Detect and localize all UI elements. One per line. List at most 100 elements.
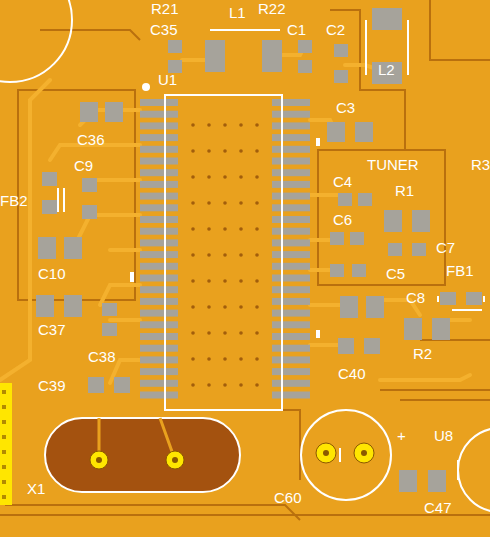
ic-pad	[140, 392, 178, 399]
via	[207, 253, 211, 257]
ic-pad	[140, 345, 178, 352]
via	[239, 149, 243, 153]
ic-pad	[272, 333, 310, 340]
via	[207, 305, 211, 309]
via	[255, 253, 259, 257]
ic-pad	[140, 158, 178, 165]
silk-label: L1	[229, 5, 246, 20]
ic-pad	[272, 111, 310, 118]
silk-label: TUNER	[367, 157, 419, 172]
silk-label: C37	[38, 322, 66, 337]
ic-pad	[272, 122, 310, 129]
ic-pad	[272, 99, 310, 106]
ic-pad	[140, 99, 178, 106]
silk-label: C5	[386, 266, 405, 281]
via	[191, 123, 195, 127]
via	[191, 383, 195, 387]
via	[191, 227, 195, 231]
ic-pad	[272, 368, 310, 375]
silk-label: C9	[74, 158, 93, 173]
silk-label: X1	[27, 481, 45, 496]
via	[207, 357, 211, 361]
via	[223, 123, 227, 127]
ic-pad	[140, 333, 178, 340]
via	[223, 305, 227, 309]
ic-pad	[272, 158, 310, 165]
silk-marks	[58, 20, 484, 480]
capacitor-outline	[301, 410, 391, 500]
silk-label: C3	[336, 100, 355, 115]
via	[255, 305, 259, 309]
via	[191, 175, 195, 179]
capacitor-pad	[354, 443, 374, 463]
via	[207, 227, 211, 231]
via	[239, 227, 243, 231]
connector-pin	[2, 480, 6, 484]
ic-pad	[272, 392, 310, 399]
via	[207, 383, 211, 387]
crystal-leads	[99, 418, 175, 460]
ic-pad	[140, 310, 178, 317]
ic-pad	[140, 181, 178, 188]
silk-label: C1	[287, 22, 306, 37]
silk-label: R22	[258, 1, 286, 16]
ic-pad	[272, 321, 310, 328]
silk-label: C2	[326, 22, 345, 37]
via	[223, 201, 227, 205]
ic-pad	[140, 263, 178, 270]
ic-pad	[272, 239, 310, 246]
ic-pad	[272, 356, 310, 363]
connector-pins	[2, 390, 6, 499]
ic-pad	[272, 216, 310, 223]
ic-pad	[140, 356, 178, 363]
via	[239, 175, 243, 179]
ic-pad	[272, 298, 310, 305]
via	[255, 149, 259, 153]
silk-label: R2	[413, 346, 432, 361]
pin1-dot	[142, 83, 150, 91]
silk-label: R3	[471, 157, 490, 172]
via	[207, 123, 211, 127]
via	[255, 279, 259, 283]
capacitor-pad	[316, 443, 336, 463]
via	[239, 253, 243, 257]
ic-pad	[272, 345, 310, 352]
silk-label: C7	[436, 240, 455, 255]
silk-label: U8	[434, 428, 453, 443]
via	[255, 383, 259, 387]
via	[239, 279, 243, 283]
ic-pad	[140, 368, 178, 375]
silk-label: C10	[38, 266, 66, 281]
silk-label: C36	[77, 132, 105, 147]
via-grid	[191, 123, 259, 387]
crystal-pad	[90, 451, 108, 469]
ic-pad	[272, 134, 310, 141]
via	[239, 123, 243, 127]
ic-pad	[140, 239, 178, 246]
ic-pad	[272, 169, 310, 176]
ic-pad	[272, 263, 310, 270]
silk-label: C40	[338, 366, 366, 381]
silk-label: C38	[88, 349, 116, 364]
silk-label: C60	[274, 490, 302, 505]
silk-label: C8	[406, 290, 425, 305]
via	[223, 253, 227, 257]
via	[239, 201, 243, 205]
smd-pads	[36, 8, 482, 492]
silk-ticks	[130, 138, 320, 338]
connector-pin	[2, 495, 6, 499]
ic-pad	[272, 204, 310, 211]
via	[207, 201, 211, 205]
pour-clearance	[0, 0, 490, 520]
silk-label: C6	[333, 212, 352, 227]
connector-pin	[2, 465, 6, 469]
silk-label: C4	[333, 174, 352, 189]
via	[239, 357, 243, 361]
connector-pin	[2, 435, 6, 439]
connector-pin	[2, 420, 6, 424]
via	[191, 357, 195, 361]
connector-pin	[2, 390, 6, 394]
ic-pad	[272, 310, 310, 317]
silk-label: R21	[151, 1, 179, 16]
